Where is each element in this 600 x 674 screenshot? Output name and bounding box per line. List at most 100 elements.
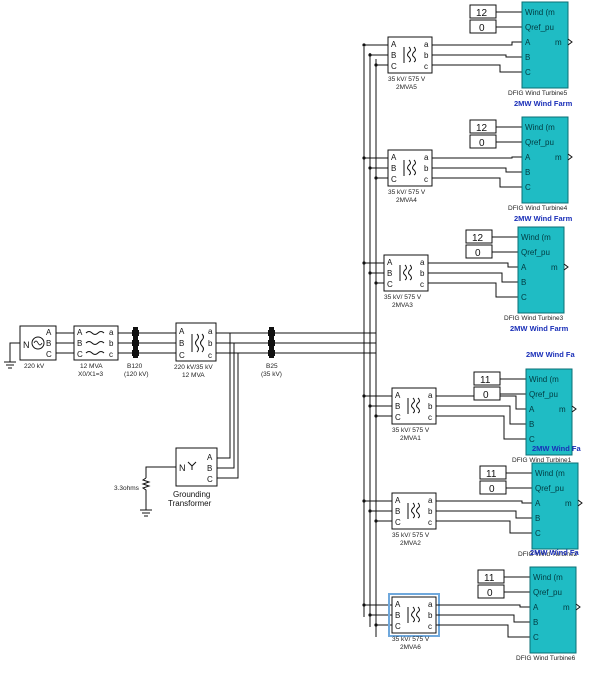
svg-text:Grounding: Grounding bbox=[173, 490, 210, 499]
turbine-name: DFIG Wind Turbine6 bbox=[516, 655, 576, 662]
svg-text:12 MVA: 12 MVA bbox=[182, 372, 205, 379]
svg-text:B: B bbox=[207, 464, 212, 473]
ground-icon bbox=[140, 509, 152, 517]
svg-text:(120 kV): (120 kV) bbox=[124, 371, 149, 378]
branch-transformer-name: 2MVA4 bbox=[396, 197, 417, 204]
port-label: B bbox=[395, 402, 400, 411]
turbine-port-wind: Wind (m bbox=[525, 8, 555, 17]
branch-transformer-rating: 35 kV/ 575 V bbox=[392, 427, 430, 434]
junction-dot bbox=[368, 166, 372, 170]
three-phase-source[interactable]: N A B C bbox=[19, 325, 57, 361]
turbine-feed-wire bbox=[428, 272, 518, 283]
turbine-port-wind: Wind (m bbox=[521, 233, 551, 242]
port-label: A bbox=[395, 391, 401, 400]
port-label: A bbox=[391, 153, 397, 162]
turbine-feed-wire bbox=[436, 500, 532, 504]
qref-value: 0 bbox=[483, 390, 489, 401]
signal-wire bbox=[496, 126, 522, 143]
svg-text:X0/X1=3: X0/X1=3 bbox=[78, 371, 104, 378]
port-label: c bbox=[420, 280, 424, 289]
branch-transformer-name: 2MVA5 bbox=[396, 84, 417, 91]
junction-dot bbox=[362, 603, 366, 607]
branch-transformer-rating: 35 kV/ 575 V bbox=[388, 76, 426, 83]
wind-farm-label: 2MW Wind Fa bbox=[526, 350, 576, 359]
turbine-feed-wire bbox=[436, 624, 530, 638]
turbine-port-b: B bbox=[521, 278, 526, 287]
bus-b25[interactable] bbox=[268, 327, 275, 358]
branch-transformer-name: 2MVA2 bbox=[400, 540, 421, 547]
port-label: b bbox=[428, 507, 433, 516]
step-transformer[interactable]: A B C a b c bbox=[175, 322, 217, 362]
turbine-name: DFIG Wind Turbine2 bbox=[518, 551, 578, 558]
turbine-port-wind: Wind (m bbox=[533, 573, 563, 582]
turbine-port-b: B bbox=[529, 420, 534, 429]
turbine-port-a: A bbox=[529, 405, 535, 414]
port-label: a bbox=[428, 391, 433, 400]
svg-text:C: C bbox=[179, 351, 185, 360]
turbine-port-c: C bbox=[529, 435, 535, 444]
svg-text:b: b bbox=[109, 339, 114, 348]
turbine-feed-wire bbox=[428, 282, 518, 298]
port-label: C bbox=[391, 175, 397, 184]
junction-dot bbox=[374, 63, 378, 67]
signal-wire bbox=[504, 576, 530, 593]
ac-source-icon bbox=[31, 336, 45, 350]
source-voltage-label: 220 kV bbox=[24, 363, 45, 370]
svg-text:B: B bbox=[77, 339, 82, 348]
turbine-name: DFIG Wind Turbine5 bbox=[508, 90, 568, 97]
svg-text:B120: B120 bbox=[127, 363, 143, 370]
turbine-port-qref: Qref_pu bbox=[521, 248, 550, 257]
wind-speed-value: 12 bbox=[472, 233, 484, 244]
port-label: a bbox=[428, 600, 433, 609]
output-arrow-icon bbox=[563, 263, 569, 271]
junction-dot bbox=[374, 176, 378, 180]
turbine-port-c: C bbox=[533, 633, 539, 642]
turbine-feed-wire bbox=[436, 415, 526, 440]
port-label: B bbox=[395, 507, 400, 516]
grounding-transformer[interactable]: N A B C bbox=[175, 447, 218, 487]
transformer-coil-icon bbox=[407, 397, 420, 414]
port-label: B bbox=[391, 51, 396, 60]
turbine-port-c: C bbox=[521, 293, 527, 302]
port-label: B bbox=[387, 269, 392, 278]
junction-dot bbox=[362, 394, 366, 398]
svg-text:12 MVA: 12 MVA bbox=[80, 363, 103, 370]
port-label: c bbox=[428, 518, 432, 527]
turbine-feed-wire bbox=[436, 405, 526, 425]
svg-text:A: A bbox=[179, 327, 185, 336]
branch-transformer-name: 2MVA6 bbox=[400, 644, 421, 651]
bus-b120[interactable] bbox=[132, 327, 139, 358]
wind-farm-label: 2MW Wind Fa bbox=[530, 548, 580, 557]
turbine-port-m: m bbox=[555, 38, 562, 47]
svg-text:A: A bbox=[207, 453, 213, 462]
svg-text:C: C bbox=[207, 475, 213, 484]
port-label: b bbox=[424, 164, 429, 173]
turbine-port-c: C bbox=[525, 68, 531, 77]
turbine-port-c: C bbox=[535, 529, 541, 538]
turbine-name: DFIG Wind Turbine1 bbox=[512, 457, 572, 464]
qref-value: 0 bbox=[489, 484, 495, 495]
qref-value: 0 bbox=[475, 248, 481, 259]
port-label: a bbox=[424, 153, 429, 162]
turbine-port-a: A bbox=[521, 263, 527, 272]
feeder-bus-wires bbox=[363, 47, 377, 637]
turbine-name: DFIG Wind Turbine3 bbox=[504, 315, 564, 322]
resistor-icon[interactable] bbox=[141, 477, 151, 510]
main-transformer[interactable]: A B C a b c bbox=[73, 325, 119, 361]
junction-dot bbox=[368, 613, 372, 617]
branch-transformer-name: 2MVA1 bbox=[400, 435, 421, 442]
signal-wire bbox=[506, 472, 532, 489]
